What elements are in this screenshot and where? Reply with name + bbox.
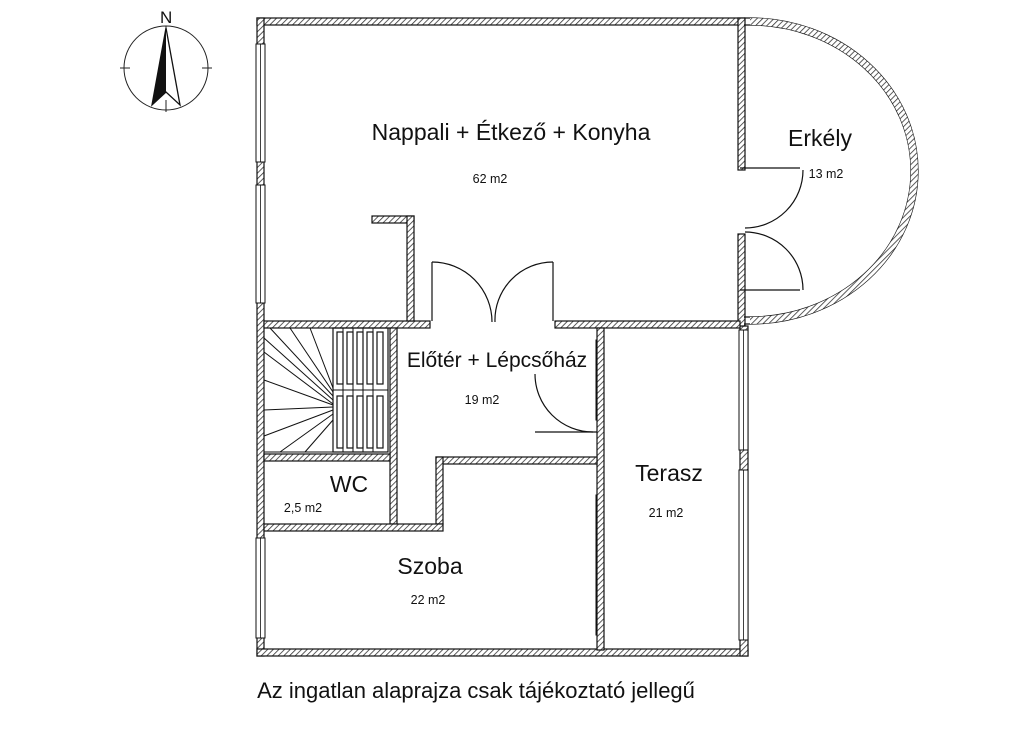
room-name-eloter: Előtér + Lépcsőház <box>407 349 587 372</box>
north-arrow-icon: N <box>120 8 212 112</box>
staircase <box>263 327 389 453</box>
interior-walls <box>263 215 741 651</box>
exterior-walls <box>256 17 749 657</box>
room-name-erkely: Erkély <box>788 125 852 151</box>
room-area-eloter: 19 m2 <box>465 393 500 407</box>
compass-north-label: N <box>160 8 172 27</box>
room-labels: Nappali + Étkező + Konyha 62 m2 Erkély 1… <box>284 119 853 607</box>
room-name-szoba: Szoba <box>397 553 462 579</box>
room-area-erkely: 13 m2 <box>809 167 844 181</box>
room-name-wc: WC <box>330 471 368 497</box>
room-area-terasz: 21 m2 <box>649 506 684 520</box>
room-name-terasz: Terasz <box>635 460 703 486</box>
room-name-nappali: Nappali + Étkező + Konyha <box>372 119 651 145</box>
disclaimer-text: Az ingatlan alaprajza csak tájékoztató j… <box>257 678 695 703</box>
doors <box>431 167 804 433</box>
room-area-nappali: 62 m2 <box>473 172 508 186</box>
room-area-wc: 2,5 m2 <box>284 501 322 515</box>
balcony-outline <box>744 17 919 325</box>
room-area-szoba: 22 m2 <box>411 593 446 607</box>
